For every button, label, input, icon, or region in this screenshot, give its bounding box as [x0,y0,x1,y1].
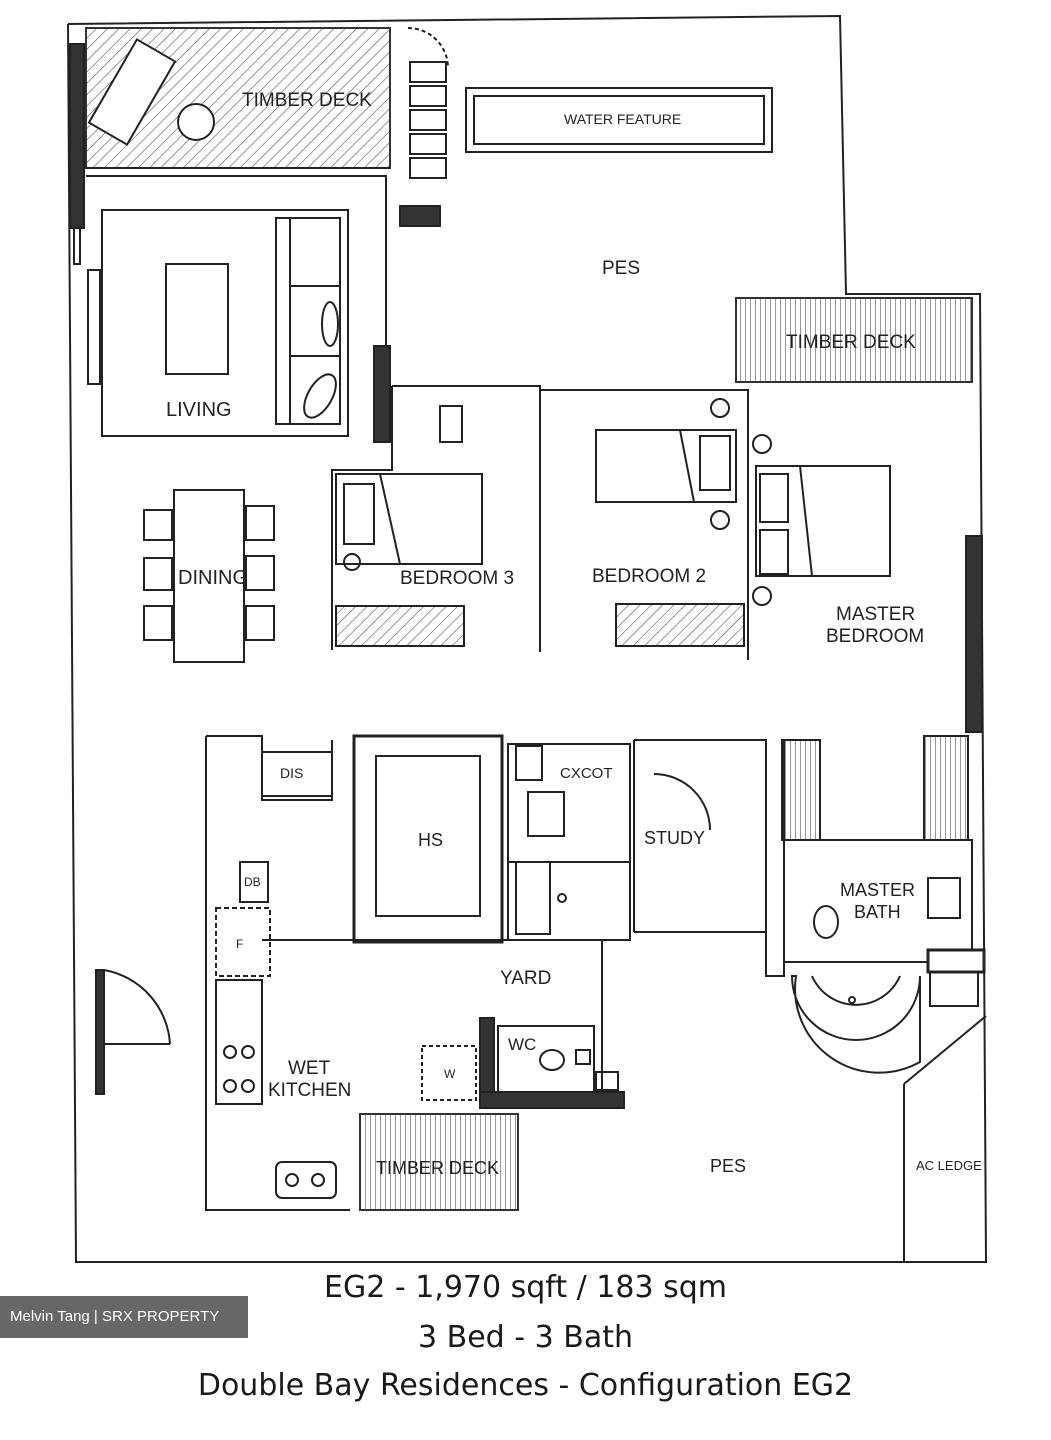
room-label-pes-bottom: PES [710,1156,746,1176]
sun-lounger-icon [87,38,215,146]
timber-deck-right-area [735,297,973,383]
room-label-water-feature: WATER FEATURE [564,111,681,127]
room-label-wet-kitchen-2: KITCHEN [268,1080,351,1101]
room-label-master-bath-1: MASTER [840,880,915,900]
caption-project: Double Bay Residences - Configuration EG… [197,1368,854,1403]
outer-wall [67,14,988,1263]
room-label-dis: DIS [280,765,303,781]
room-label-timber-deck-bottom: TIMBER DECK [376,1158,499,1178]
water-feature-box [465,87,773,153]
room-label-timber-deck-top: TIMBER DECK [242,90,372,111]
room-label-washer: W [444,1067,456,1081]
room-label-wc: WC [508,1035,536,1054]
room-label-closet: CXCOT [560,765,613,782]
household-shelter [352,734,504,944]
caption-layout: 3 Bed - 3 Bath [418,1320,633,1355]
caption-unit-size: EG2 - 1,970 sqft / 183 sqm [324,1270,727,1305]
room-label-bedroom3: BEDROOM 3 [400,568,514,589]
room-label-wet-kitchen-1: WET [288,1058,331,1079]
room-label-dining: DINING [178,567,248,589]
timber-deck-bottom-area [359,1113,519,1211]
room-label-master-bedroom-2: BEDROOM [826,626,924,647]
living-rug [101,209,349,437]
room-label-yard: YARD [500,968,551,989]
room-label-fridge: F [236,937,243,951]
stair-steps [399,27,449,227]
room-label-pes-top: PES [602,258,640,279]
room-label-db: DB [244,875,261,889]
room-label-bedroom2: BEDROOM 2 [592,566,706,587]
room-label-timber-deck-right: TIMBER DECK [786,332,916,353]
room-label-study: STUDY [644,828,705,848]
room-label-master-bath-2: BATH [854,902,901,922]
room-label-master-bedroom-1: MASTER [836,604,915,625]
watermark-banner: Melvin Tang | SRX PROPERTY [0,1296,248,1338]
floor-plan: TIMBER DECK WATER FEATURE PES TIMBER DEC… [67,14,988,1263]
room-label-ac-ledge: AC LEDGE [916,1158,982,1173]
room-label-living: LIVING [166,399,232,421]
room-label-hs: HS [418,830,443,850]
dining-table-icon [143,489,275,663]
